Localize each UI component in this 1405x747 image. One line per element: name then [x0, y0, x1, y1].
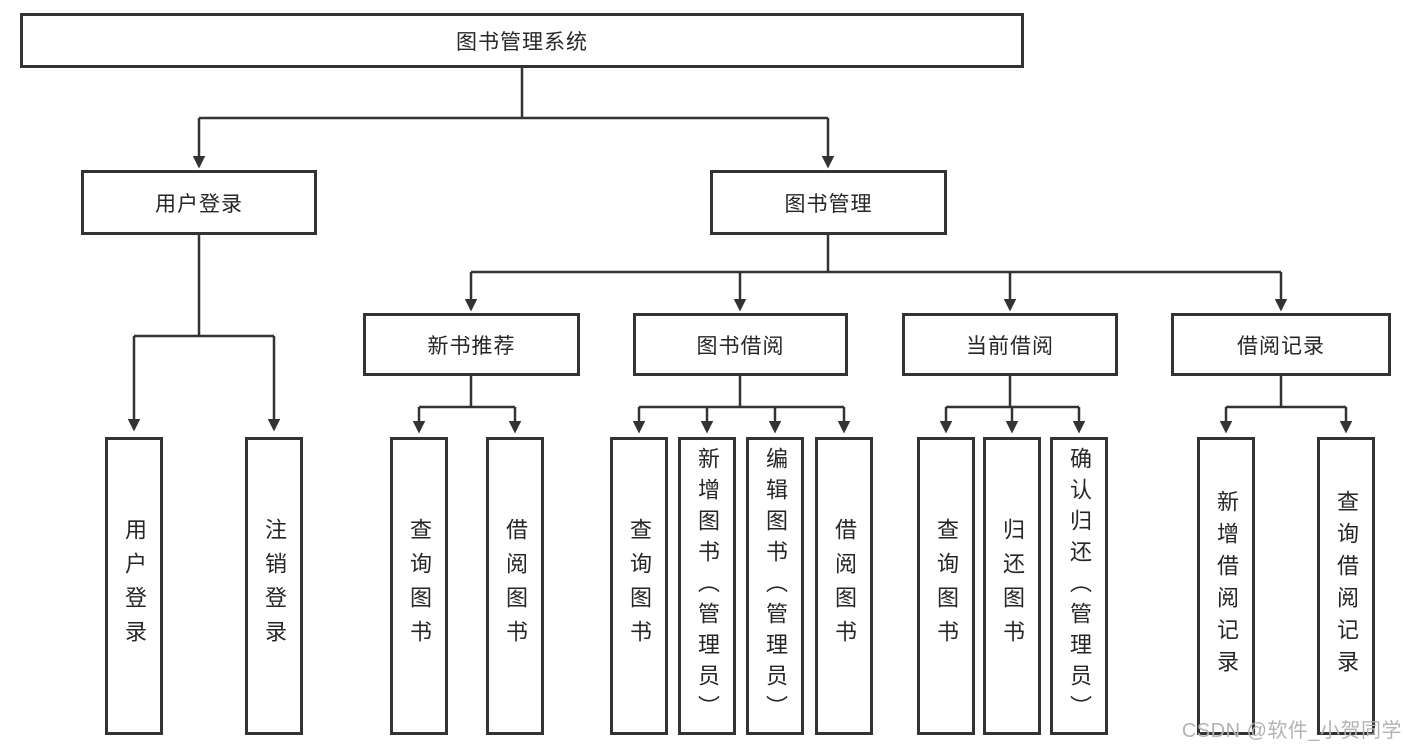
leaf-current-confirm-return-admin-label: 确认归还（管理员） [1067, 446, 1092, 726]
leaf-newbook-query-books-label: 查询图书 [407, 518, 432, 654]
leaf-records-query-record: 查询借阅记录 [1317, 437, 1375, 735]
leaf-newbook-borrow-books-label: 借阅图书 [503, 518, 528, 654]
node-new-book-recommend-label: 新书推荐 [427, 334, 516, 358]
leaf-borrow-borrow-books: 借阅图书 [815, 437, 873, 735]
leaf-newbook-query-books: 查询图书 [390, 437, 448, 735]
connector-bookmgmt-children [464, 235, 1288, 312]
node-book-borrow: 图书借阅 [633, 313, 848, 376]
node-borrow-records: 借阅记录 [1171, 313, 1391, 376]
connector-root-to-level1 [192, 68, 835, 169]
node-user-login-label: 用户登录 [155, 192, 243, 216]
node-book-management: 图书管理 [710, 170, 947, 235]
leaf-records-add-record: 新增借阅记录 [1197, 437, 1255, 735]
node-borrow-records-label: 借阅记录 [1237, 334, 1325, 358]
leaf-current-return-books: 归还图书 [983, 437, 1041, 735]
csdn-watermark: CSDN @软件_小贺同学 [1181, 720, 1402, 742]
connector-records-children [1219, 374, 1353, 434]
leaf-logout: 注销登录 [245, 437, 303, 735]
leaf-newbook-borrow-books: 借阅图书 [486, 437, 544, 735]
node-user-login: 用户登录 [81, 170, 317, 235]
node-library-system: 图书管理系统 [20, 13, 1024, 68]
leaf-borrow-add-books-admin-label: 新增图书（管理员） [695, 446, 720, 726]
node-book-borrow-label: 图书借阅 [696, 334, 785, 358]
leaf-current-query-books: 查询图书 [917, 437, 975, 735]
node-library-system-label: 图书管理系统 [456, 30, 588, 54]
connector-newbook-children [412, 374, 522, 434]
node-current-borrow-label: 当前借阅 [966, 334, 1054, 358]
leaf-records-add-record-label: 新增借阅记录 [1214, 490, 1239, 682]
node-book-management-label: 图书管理 [784, 192, 873, 216]
leaf-current-return-books-label: 归还图书 [1000, 518, 1025, 654]
leaf-borrow-borrow-books-label: 借阅图书 [832, 518, 857, 654]
connector-borrow-children [632, 374, 851, 434]
leaf-borrow-query-books: 查询图书 [610, 437, 668, 735]
node-new-book-recommend: 新书推荐 [363, 313, 580, 376]
leaf-borrow-query-books-label: 查询图书 [627, 518, 652, 654]
connector-current-children [939, 374, 1086, 434]
leaf-current-confirm-return-admin: 确认归还（管理员） [1050, 437, 1108, 735]
leaf-borrow-edit-books-admin-label: 编辑图书（管理员） [763, 446, 788, 726]
leaf-borrow-add-books-admin: 新增图书（管理员） [678, 437, 736, 735]
node-current-borrow: 当前借阅 [902, 313, 1118, 376]
leaf-records-query-record-label: 查询借阅记录 [1334, 490, 1359, 682]
leaf-user-login: 用户登录 [105, 437, 163, 735]
leaf-logout-label: 注销登录 [262, 518, 287, 654]
connector-login-children [127, 235, 281, 432]
leaf-borrow-edit-books-admin: 编辑图书（管理员） [746, 437, 804, 735]
leaf-user-login-label: 用户登录 [122, 518, 147, 654]
leaf-current-query-books-label: 查询图书 [934, 518, 959, 654]
